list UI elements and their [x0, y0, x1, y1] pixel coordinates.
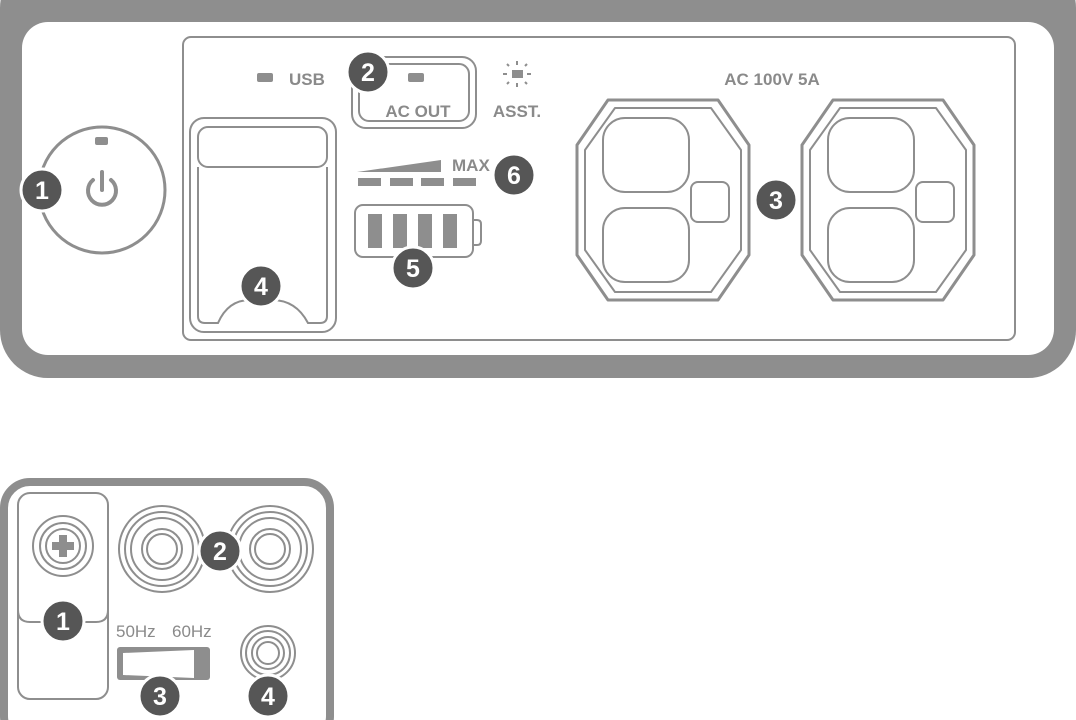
power-led: [95, 137, 108, 145]
level-segment: [421, 178, 444, 186]
svg-text:2: 2: [361, 59, 375, 87]
screw-icon: [32, 515, 94, 577]
level-segment: [358, 178, 381, 186]
ac-outlet-2[interactable]: [800, 98, 976, 302]
level-segment: [390, 178, 413, 186]
rear-panel: 1 2 50Hz 60Hz 3 4: [0, 478, 334, 720]
callout-2: 2: [345, 49, 391, 95]
max-label: MAX: [452, 156, 490, 175]
60hz-label: 60Hz: [172, 622, 212, 641]
svg-text:3: 3: [153, 683, 167, 711]
front-panel: 1 USB AC OUT 2 ASST. 4: [0, 0, 1076, 378]
frequency-switch[interactable]: [117, 647, 210, 680]
svg-text:5: 5: [406, 255, 420, 283]
callout-4: 4: [238, 263, 284, 309]
svg-text:3: 3: [769, 187, 783, 215]
svg-text:4: 4: [261, 683, 275, 711]
callout-1: 1: [19, 167, 65, 213]
battery-indicator-icon: [354, 204, 482, 258]
asst-label: ASST.: [493, 102, 541, 121]
callout-4: 4: [245, 673, 291, 719]
small-dc-jack[interactable]: [240, 625, 296, 681]
level-segment: [453, 178, 476, 186]
output-level-indicator: MAX: [357, 156, 490, 186]
callout-2: 2: [197, 528, 243, 574]
ac-outlet-1[interactable]: [575, 98, 751, 302]
outlet-rating-label: AC 100V 5A: [724, 70, 819, 89]
svg-text:1: 1: [35, 177, 49, 205]
usb-led: [257, 73, 273, 82]
svg-text:2: 2: [213, 538, 227, 566]
callout-3: 3: [753, 177, 799, 223]
fuse-cover[interactable]: [17, 492, 109, 700]
callout-5: 5: [390, 245, 436, 291]
volume-ramp-icon: [357, 160, 441, 172]
usb-label: USB: [289, 70, 325, 89]
power-icon: [86, 170, 118, 207]
ac-out-led: [408, 73, 424, 82]
light-icon: [503, 61, 531, 87]
dc-output-terminal-1[interactable]: [118, 505, 206, 593]
svg-text:1: 1: [56, 608, 70, 636]
svg-text:4: 4: [254, 273, 268, 301]
callout-3: 3: [137, 673, 183, 719]
callout-6: 6: [491, 152, 537, 198]
callout-1: 1: [40, 598, 86, 644]
ac-out-label: AC OUT: [385, 102, 451, 121]
svg-text:6: 6: [507, 162, 521, 190]
50hz-label: 50Hz: [116, 622, 156, 641]
